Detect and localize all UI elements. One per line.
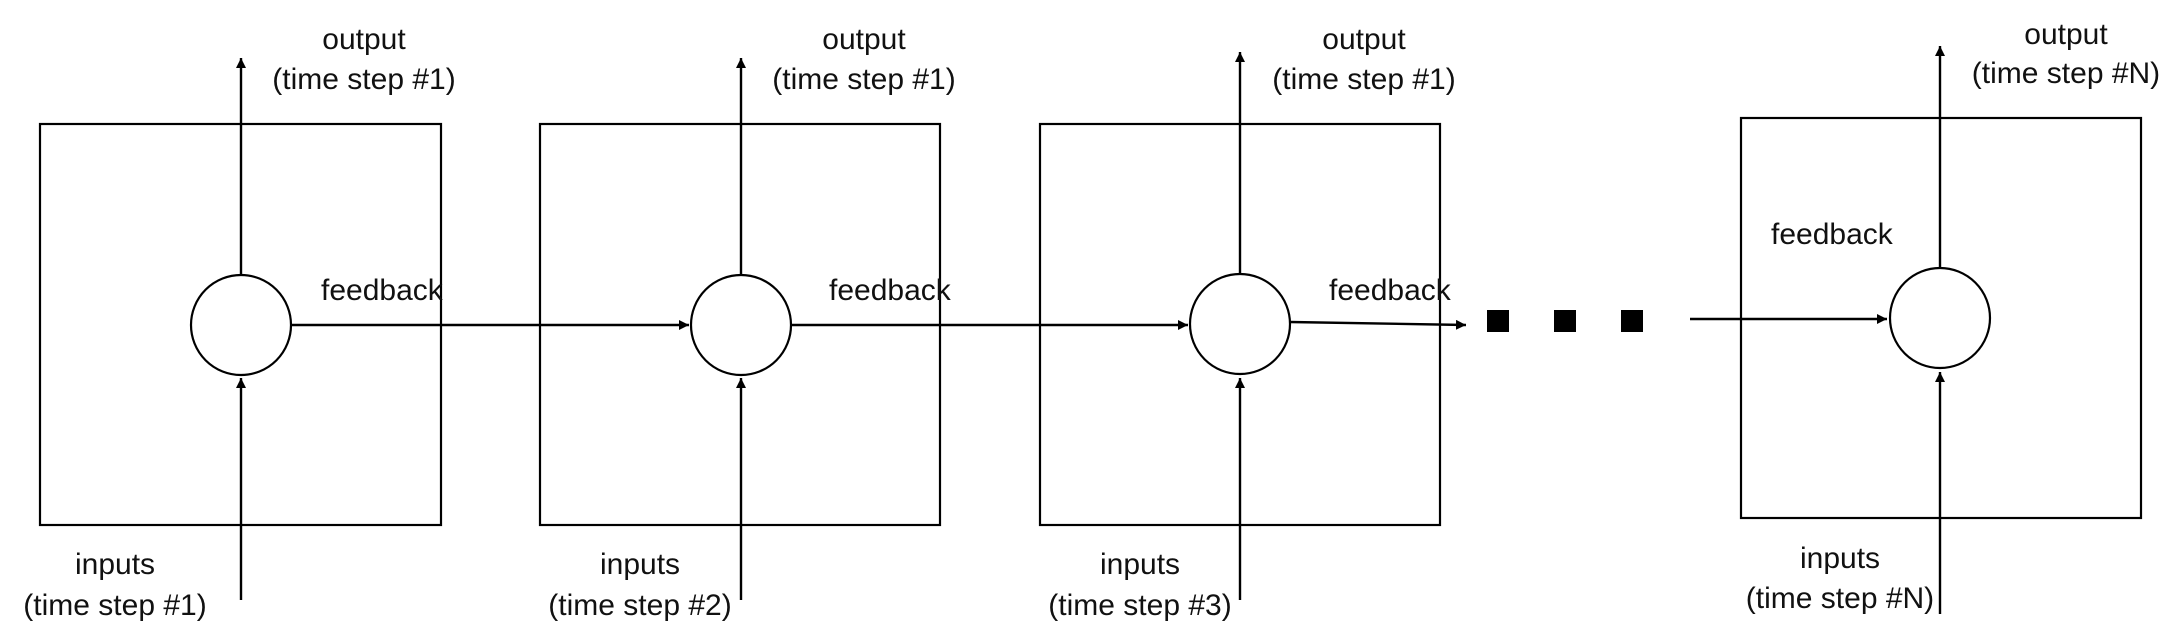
ellipsis-dot	[1487, 310, 1509, 332]
cell-1-input-sublabel: (time step #1)	[23, 589, 206, 622]
cell-1-feedback-label: feedback	[321, 274, 444, 307]
cell-n-output-label: output	[2024, 18, 2108, 51]
cell-3-input-label: inputs	[1100, 548, 1180, 581]
cell-2-input-label: inputs	[600, 548, 680, 581]
cell-2-node	[689, 273, 793, 377]
cell-3-node	[1188, 272, 1292, 376]
cell-n-input-label: inputs	[1800, 542, 1880, 575]
cell-2-output-label: output	[822, 23, 906, 56]
ellipsis-dot	[1621, 310, 1643, 332]
cell-3-output-label: output	[1322, 23, 1406, 56]
cell-1-output-sublabel: (time step #1)	[272, 63, 455, 96]
cell-n-feedback-label: feedback	[1771, 218, 1894, 251]
cell-1-input-label: inputs	[75, 548, 155, 581]
ellipsis-dot	[1554, 310, 1576, 332]
cell-1-output-label: output	[322, 23, 406, 56]
cell-1-node	[189, 273, 293, 377]
cell-n-input-sublabel: (time step #N)	[1746, 582, 1934, 615]
cell-1: output (time step #1) inputs (time step …	[23, 23, 455, 622]
cell-3-output-sublabel: (time step #1)	[1272, 63, 1455, 96]
cell-3-input-sublabel: (time step #3)	[1048, 589, 1231, 622]
cell-2-input-sublabel: (time step #2)	[548, 589, 731, 622]
cell-n-node	[1888, 266, 1992, 370]
cell-2-feedback-label: feedback	[829, 274, 952, 307]
cell-3: output (time step #1) inputs (time step …	[1038, 23, 1456, 622]
cell-n: output (time step #N) inputs (time step …	[1739, 18, 2160, 615]
feedback-arrow-3-ellipsis	[1289, 319, 1467, 330]
cell-3-feedback-label: feedback	[1329, 274, 1452, 307]
cell-2-output-sublabel: (time step #1)	[772, 63, 955, 96]
cell-n-output-sublabel: (time step #N)	[1972, 57, 2160, 90]
cell-2: output (time step #1) inputs (time step …	[538, 23, 956, 622]
ellipsis-dots	[1487, 310, 1643, 332]
